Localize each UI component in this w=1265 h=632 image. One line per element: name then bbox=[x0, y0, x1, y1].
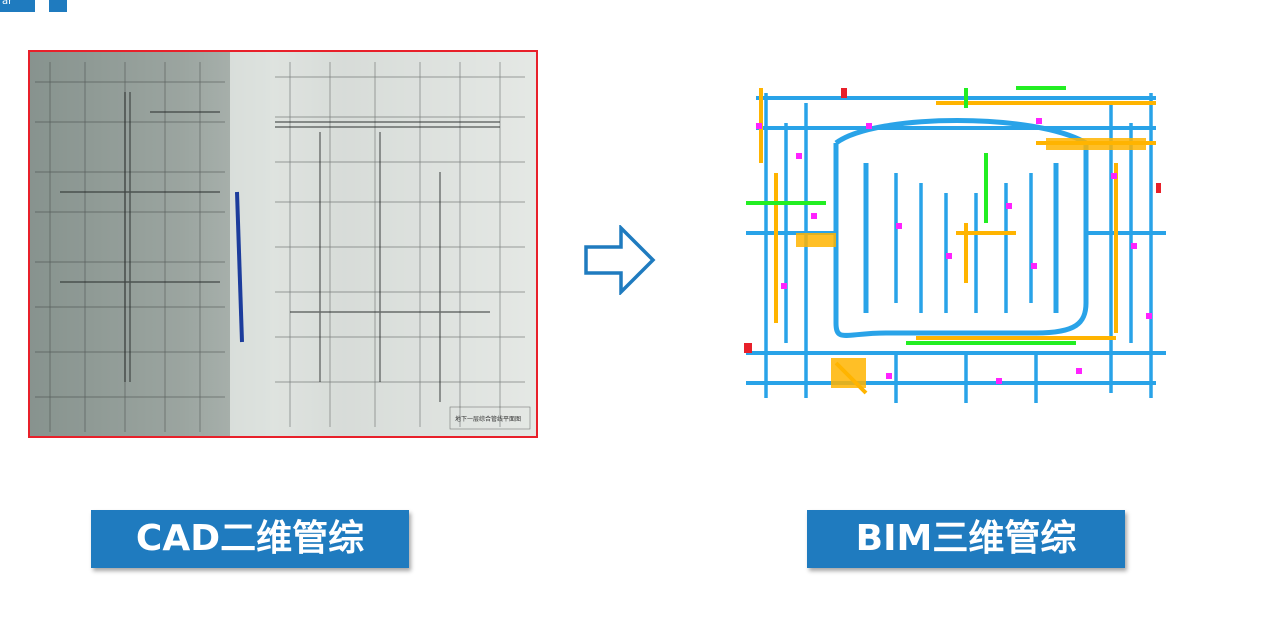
corner-tab-text: ar bbox=[2, 0, 13, 7]
cad-drawing-photo: 地下一层综合管线平面图 bbox=[28, 50, 538, 438]
blue-ruler bbox=[235, 191, 244, 343]
drawing-caption: 地下一层综合管线平面图 bbox=[455, 415, 521, 423]
cad-label: CAD二维管综 bbox=[91, 510, 409, 568]
corner-tab: ar bbox=[0, 0, 35, 12]
bim-pipe-plan bbox=[736, 83, 1176, 413]
corner-tab-secondary bbox=[49, 0, 67, 12]
cad-drawing-lines: 地下一层综合管线平面图 bbox=[30, 52, 536, 436]
right-arrow-outline-icon bbox=[583, 223, 657, 299]
bim-label: BIM三维管综 bbox=[807, 510, 1125, 568]
